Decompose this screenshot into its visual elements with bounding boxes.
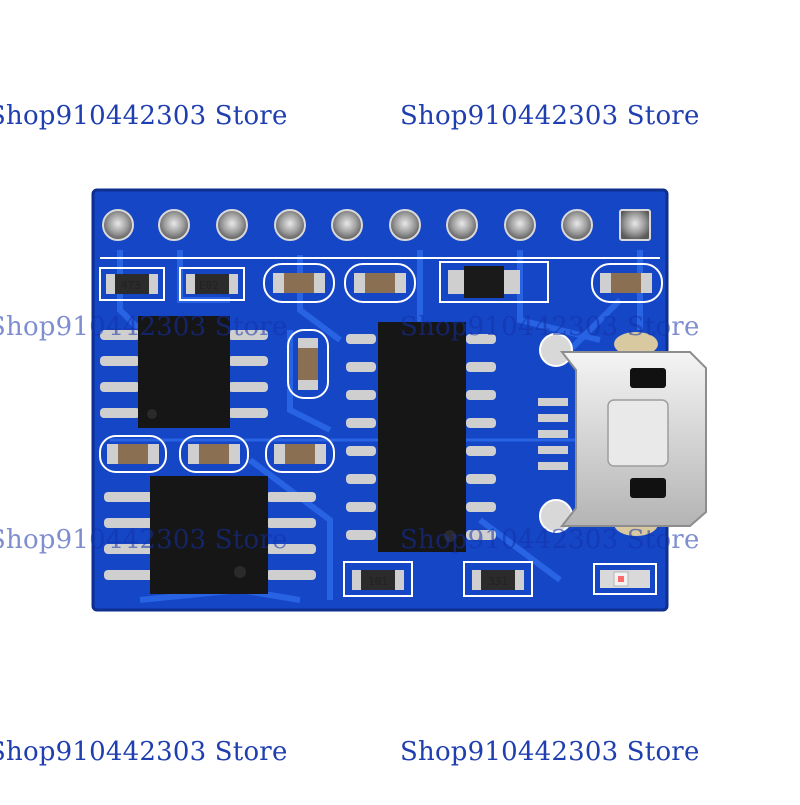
smd-capacitor-2 [344,263,416,303]
ic-chip-left-top [100,316,268,428]
header-pin-row [102,209,651,241]
smd-resistor-101: 101 [343,561,413,597]
smd-capacitor-3 [591,263,663,303]
smd-resistor-331: 331 [463,561,533,597]
smd-capacitor-4 [99,435,167,473]
smd-capacitor-vertical [287,329,329,399]
ic-chip-center [346,322,496,552]
smd-led [593,563,657,595]
label-331: 331 [488,575,508,588]
smd-capacitor-5 [179,435,249,473]
label-473: 473 [121,279,141,292]
smd-capacitor-1 [263,263,335,303]
smd-capacitor-6 [265,435,335,473]
ic-chip-left-bottom [104,476,316,594]
label-e02: E02 [199,279,219,292]
smd-resistor-473: 473 [99,267,165,301]
smd-resistor-e02: E02 [179,267,245,301]
micro-usb-port [538,332,707,536]
smd-diode [439,261,549,303]
label-101: 101 [368,575,388,588]
